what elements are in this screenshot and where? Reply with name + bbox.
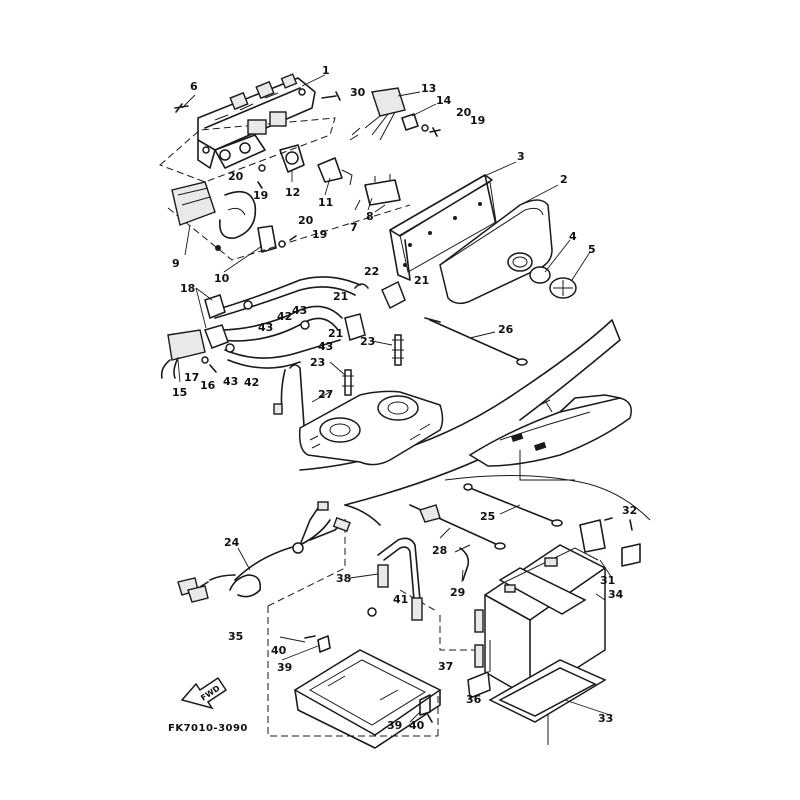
callout-42-b: 42 bbox=[244, 376, 259, 389]
callout-15: 15 bbox=[172, 386, 187, 399]
callout-37: 37 bbox=[438, 660, 453, 673]
callout-39-a: 39 bbox=[277, 661, 292, 674]
callout-1: 1 bbox=[322, 64, 330, 77]
callout-21-b: 21 bbox=[333, 290, 348, 303]
callout-6: 6 bbox=[190, 80, 198, 93]
leader-lines bbox=[177, 74, 613, 723]
callout-21-c: 21 bbox=[328, 327, 343, 340]
callout-14: 14 bbox=[436, 94, 452, 107]
wiring-harness bbox=[177, 501, 351, 603]
callout-26: 26 bbox=[498, 323, 514, 336]
callout-4: 4 bbox=[569, 230, 577, 243]
battery bbox=[484, 517, 641, 699]
callout-20-a: 20 bbox=[456, 106, 472, 119]
callout-31: 31 bbox=[600, 574, 615, 587]
forward-arrow-icon: FWD bbox=[180, 676, 228, 710]
callout-40-b: 40 bbox=[409, 719, 425, 732]
callout-8: 8 bbox=[366, 210, 374, 223]
callout-11: 11 bbox=[318, 196, 333, 209]
callout-19-b: 19 bbox=[253, 189, 268, 202]
callout-2: 2 bbox=[560, 173, 568, 186]
callout-23-a: 23 bbox=[360, 335, 375, 348]
cylinder-head bbox=[298, 390, 444, 466]
callout-9: 9 bbox=[172, 257, 180, 270]
callout-40-a: 40 bbox=[271, 644, 287, 657]
callout-30: 30 bbox=[350, 86, 366, 99]
callout-10: 10 bbox=[214, 272, 230, 285]
callout-19-c: 19 bbox=[312, 228, 327, 241]
callout-3: 3 bbox=[517, 150, 525, 163]
callout-16: 16 bbox=[200, 379, 216, 392]
callout-5: 5 bbox=[588, 243, 596, 256]
callout-33: 33 bbox=[598, 712, 613, 725]
callout-36: 36 bbox=[466, 693, 482, 706]
callout-19-a: 19 bbox=[470, 114, 485, 127]
callout-21-a: 21 bbox=[414, 274, 429, 287]
callout-29: 29 bbox=[450, 586, 465, 599]
callout-32: 32 bbox=[622, 504, 637, 517]
battery-tray bbox=[293, 537, 442, 749]
callout-43-a: 43 bbox=[292, 304, 307, 317]
hull-deck bbox=[468, 394, 632, 481]
callout-25: 25 bbox=[480, 510, 495, 523]
callout-24: 24 bbox=[224, 536, 240, 549]
callout-17: 17 bbox=[184, 371, 199, 384]
battery-pads bbox=[467, 609, 607, 723]
diagram-code: FK7010-3090 bbox=[168, 723, 248, 734]
callout-labels: 1 2 3 4 5 6 7 8 9 10 11 12 13 14 15 16 1… bbox=[172, 64, 637, 732]
callout-43-b: 43 bbox=[258, 321, 273, 334]
callout-39-b: 39 bbox=[387, 719, 402, 732]
callout-43-c: 43 bbox=[318, 340, 333, 353]
electrical-components bbox=[171, 87, 441, 253]
callout-28: 28 bbox=[432, 544, 447, 557]
callout-13: 13 bbox=[421, 82, 436, 95]
callout-7: 7 bbox=[350, 221, 358, 234]
callout-41: 41 bbox=[393, 593, 408, 606]
callout-34: 34 bbox=[608, 588, 624, 601]
electrical-box-lid bbox=[197, 73, 316, 169]
group-guide-lines bbox=[159, 117, 480, 737]
callout-20-c: 20 bbox=[298, 214, 314, 227]
callout-18: 18 bbox=[180, 282, 195, 295]
callout-27: 27 bbox=[318, 388, 333, 401]
callout-20-b: 20 bbox=[228, 170, 244, 183]
callout-42-a: 42 bbox=[277, 310, 292, 323]
callout-12: 12 bbox=[285, 186, 300, 199]
callout-22: 22 bbox=[364, 265, 379, 278]
callout-43-d: 43 bbox=[223, 375, 238, 388]
box-cover-gasket bbox=[389, 174, 577, 305]
battery-cables bbox=[409, 483, 563, 581]
callout-35: 35 bbox=[228, 630, 243, 643]
callout-23-b: 23 bbox=[310, 356, 325, 369]
callout-38: 38 bbox=[336, 572, 351, 585]
